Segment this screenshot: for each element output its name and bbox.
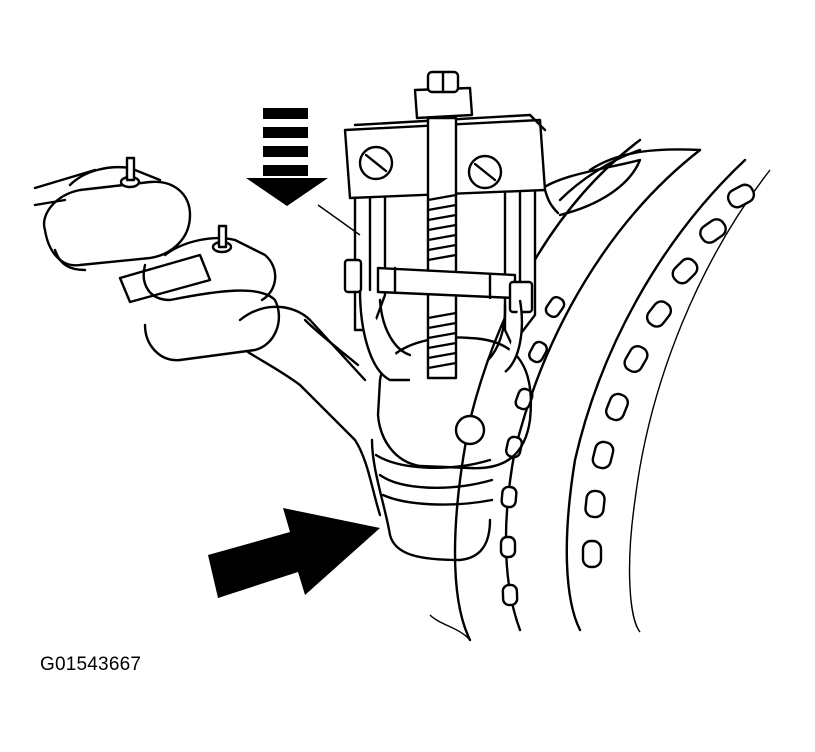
knuckle-arm	[538, 158, 642, 217]
leader-line	[317, 204, 361, 236]
figure-id-label: G01543667	[40, 654, 142, 675]
tap-direction-arrow-icon	[208, 508, 380, 598]
tie-rod-assembly	[33, 156, 382, 517]
tie-rod-end-puller-icon	[343, 70, 547, 382]
screw-threads	[426, 193, 458, 370]
press-direction-arrow-icon	[246, 108, 328, 206]
ball-joint	[370, 336, 533, 562]
brake-rotor-icon	[429, 138, 771, 642]
